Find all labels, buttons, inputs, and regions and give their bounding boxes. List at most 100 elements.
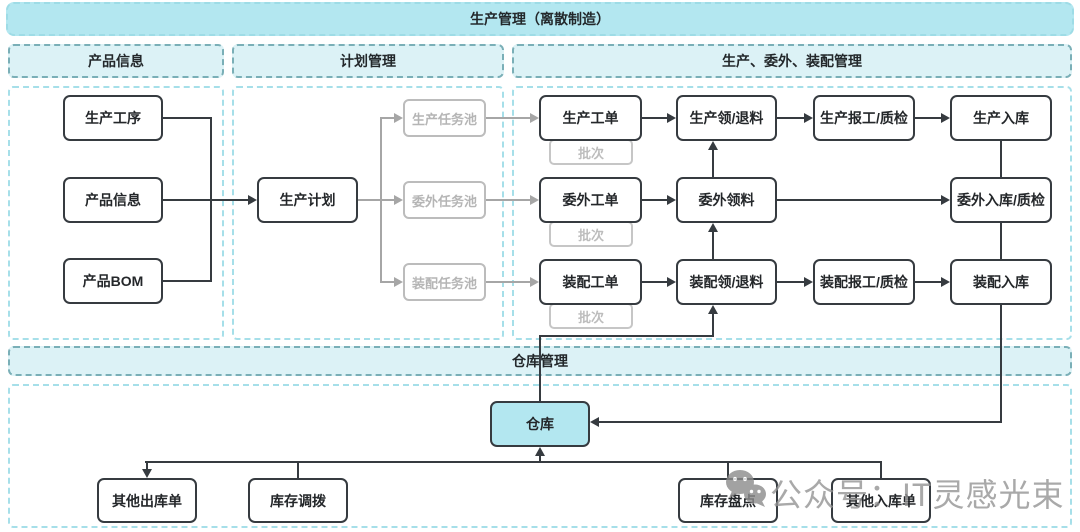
connector-line	[777, 199, 941, 201]
arrowhead	[530, 277, 539, 287]
connector-line	[1000, 141, 1002, 177]
connector-line	[1000, 223, 1002, 259]
connector-line	[380, 117, 394, 119]
node-production-task-pool: 生产任务池	[403, 99, 486, 137]
connector-line	[712, 314, 714, 337]
connector-line	[539, 335, 714, 337]
arrowhead	[941, 195, 950, 205]
batch-tag-production-label: 批次	[577, 145, 604, 161]
connector-line	[642, 281, 667, 283]
node-assembly-material-label: 装配领/退料	[689, 274, 764, 290]
wechat-icon	[726, 470, 766, 507]
watermark-text: 公众号：IT灵感光束	[770, 477, 1065, 513]
node-production-inbound: 生产入库	[950, 95, 1052, 141]
arrowhead	[394, 277, 403, 287]
arrowhead	[708, 141, 718, 150]
node-production-order-label: 生产工单	[562, 110, 619, 126]
node-production-report-label: 生产报工/质检	[820, 110, 908, 126]
arrowhead	[535, 447, 545, 456]
batch-tag-production: 批次	[549, 139, 633, 165]
node-assembly-task-pool-label: 装配任务池	[411, 275, 477, 291]
connector-line	[642, 199, 667, 201]
connector-line	[599, 421, 1002, 423]
connector-line	[915, 117, 941, 119]
node-outsourcing-material-label: 委外领料	[698, 192, 755, 208]
node-production-inbound-label: 生产入库	[973, 110, 1029, 126]
arrowhead	[667, 113, 676, 123]
arrowhead	[248, 195, 257, 205]
node-production-task-pool-label: 生产任务池	[411, 111, 477, 127]
connector-line	[915, 281, 941, 283]
batch-tag-assembly-label: 批次	[577, 309, 604, 325]
connector-line	[777, 281, 804, 283]
section-header-production: 生产、委外、装配管理	[512, 44, 1072, 78]
node-assembly-order-label: 装配工单	[562, 274, 619, 290]
node-other-inbound-label: 其他入库单	[846, 492, 916, 509]
node-outsourcing-task-pool-label: 委外任务池	[411, 193, 477, 209]
node-product-info-label: 产品信息	[85, 192, 141, 208]
node-other-inbound: 其他入库单	[831, 478, 931, 523]
arrowhead	[804, 277, 813, 287]
node-product-info: 产品信息	[63, 177, 163, 223]
top-banner: 生产管理（离散制造）	[6, 2, 1074, 36]
node-stock-count-label: 库存盘点	[700, 492, 756, 509]
node-assembly-inbound-label: 装配入库	[973, 274, 1029, 290]
section-header-product-info: 产品信息	[8, 44, 224, 78]
node-outsourcing-order: 委外工单	[539, 177, 642, 223]
connector-line	[486, 199, 530, 201]
connector-line	[486, 281, 530, 283]
arrowhead	[394, 195, 403, 205]
connector-line	[712, 150, 714, 177]
connector-line	[777, 117, 804, 119]
node-assembly-report: 装配报工/质检	[813, 259, 915, 305]
connector-line	[642, 117, 667, 119]
node-production-plan: 生产计划	[257, 177, 358, 223]
connector-line	[539, 335, 541, 401]
node-production-plan-label: 生产计划	[279, 192, 336, 208]
node-assembly-order: 装配工单	[539, 259, 642, 305]
connector-line	[145, 461, 882, 463]
connector-line	[163, 199, 248, 201]
arrowhead	[708, 223, 718, 232]
node-warehouse-label: 仓库	[526, 416, 554, 432]
node-other-outbound: 其他出库单	[97, 478, 197, 523]
connector-line	[358, 199, 381, 201]
node-outsourcing-inbound-label: 委外入库/质检	[957, 192, 1045, 208]
connector-line	[486, 117, 530, 119]
node-production-report: 生产报工/质检	[813, 95, 915, 141]
section-header-production-label: 生产、委外、装配管理	[722, 53, 862, 69]
section-header-product-info-label: 产品信息	[88, 53, 144, 69]
node-other-outbound-label: 其他出库单	[112, 492, 182, 509]
arrowhead	[590, 417, 599, 427]
node-assembly-inbound: 装配入库	[950, 259, 1052, 305]
node-assembly-report-label: 装配报工/质检	[820, 274, 908, 290]
node-outsourcing-task-pool: 委外任务池	[403, 181, 486, 219]
arrowhead	[804, 113, 813, 123]
connector-line	[1000, 305, 1002, 423]
node-production-material: 生产领/退料	[676, 95, 777, 141]
arrowhead	[394, 113, 403, 123]
arrowhead	[530, 195, 539, 205]
connector-line	[880, 461, 882, 478]
node-production-material-label: 生产领/退料	[689, 110, 764, 126]
node-production-process: 生产工序	[63, 95, 163, 141]
arrowhead	[667, 277, 676, 287]
connector-line	[146, 461, 148, 469]
arrowhead	[708, 305, 718, 314]
connector-line	[727, 461, 729, 478]
node-assembly-task-pool: 装配任务池	[403, 263, 486, 301]
node-production-order: 生产工单	[539, 95, 642, 141]
node-warehouse: 仓库	[490, 401, 590, 447]
node-assembly-material: 装配领/退料	[676, 259, 777, 305]
section-header-plan-label: 计划管理	[340, 53, 396, 69]
node-inventory-transfer-label: 库存调拨	[270, 492, 326, 509]
arrowhead	[530, 113, 539, 123]
node-product-bom: 产品BOM	[63, 258, 163, 304]
node-outsourcing-material: 委外领料	[676, 177, 777, 223]
arrowhead	[142, 469, 152, 478]
batch-tag-outsourcing-label: 批次	[577, 227, 604, 243]
node-outsourcing-inbound: 委外入库/质检	[950, 177, 1052, 223]
connector-line	[380, 199, 394, 201]
connector-line	[163, 117, 210, 119]
